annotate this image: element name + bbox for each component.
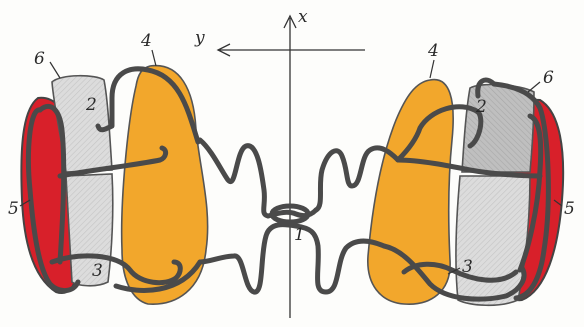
label-right-6: 6 [543, 68, 554, 88]
label-left-6: 6 [34, 49, 45, 69]
label-right-4: 4 [427, 41, 439, 61]
label-center-1: 1 [294, 225, 305, 245]
leader-left-6 [50, 62, 60, 78]
leader-right-4 [430, 60, 434, 78]
label-right-2: 2 [475, 97, 487, 117]
left-gray-block-lower [66, 174, 113, 286]
y-axis-label: y [194, 28, 205, 48]
label-right-3: 3 [462, 257, 473, 277]
label-left-4: 4 [140, 31, 152, 51]
label-left-2: 2 [85, 95, 97, 115]
x-axis-label: x [298, 7, 308, 27]
label-right-5: 5 [564, 199, 575, 219]
leader-left-4 [152, 50, 156, 66]
label-left-3: 3 [92, 261, 103, 281]
label-left-5: 5 [8, 199, 19, 219]
leader-right-6 [528, 82, 540, 92]
right-gray-block [462, 85, 534, 172]
